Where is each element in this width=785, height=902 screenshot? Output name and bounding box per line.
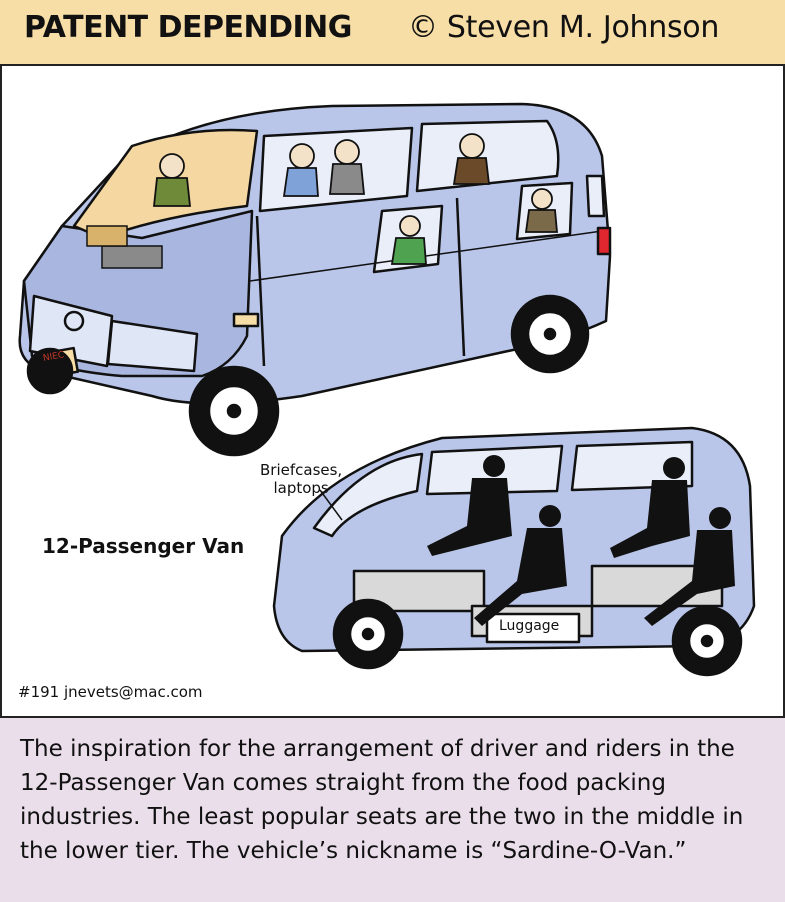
briefcases-label: Briefcases, laptops (260, 461, 342, 497)
briefcases-label-line2: laptops (273, 479, 329, 497)
top-van-passengers (152, 133, 558, 265)
cutaway-riders (427, 455, 735, 626)
briefcases-pointer (319, 489, 343, 521)
van-label: 12-Passenger Van (42, 534, 245, 558)
caption-text: The inspiration for the arrangement of d… (20, 736, 744, 864)
comic-credit: #191 jnevets@mac.com (18, 683, 203, 701)
comic-header: PATENT DEPENDING © Steven M. Johnson (0, 0, 785, 66)
illustration-panel: 12-Passenger Van Briefcases, laptops Lug… (0, 66, 785, 716)
briefcases-label-line1: Briefcases, (260, 461, 343, 479)
top-van-interior-items (86, 225, 163, 269)
van-illustration (18, 102, 756, 677)
luggage-label: Luggage (499, 618, 560, 634)
comic-title: PATENT DEPENDING (24, 10, 352, 45)
comic-author: © Steven M. Johnson (408, 10, 720, 45)
caption-box: The inspiration for the arrangement of d… (0, 716, 785, 902)
